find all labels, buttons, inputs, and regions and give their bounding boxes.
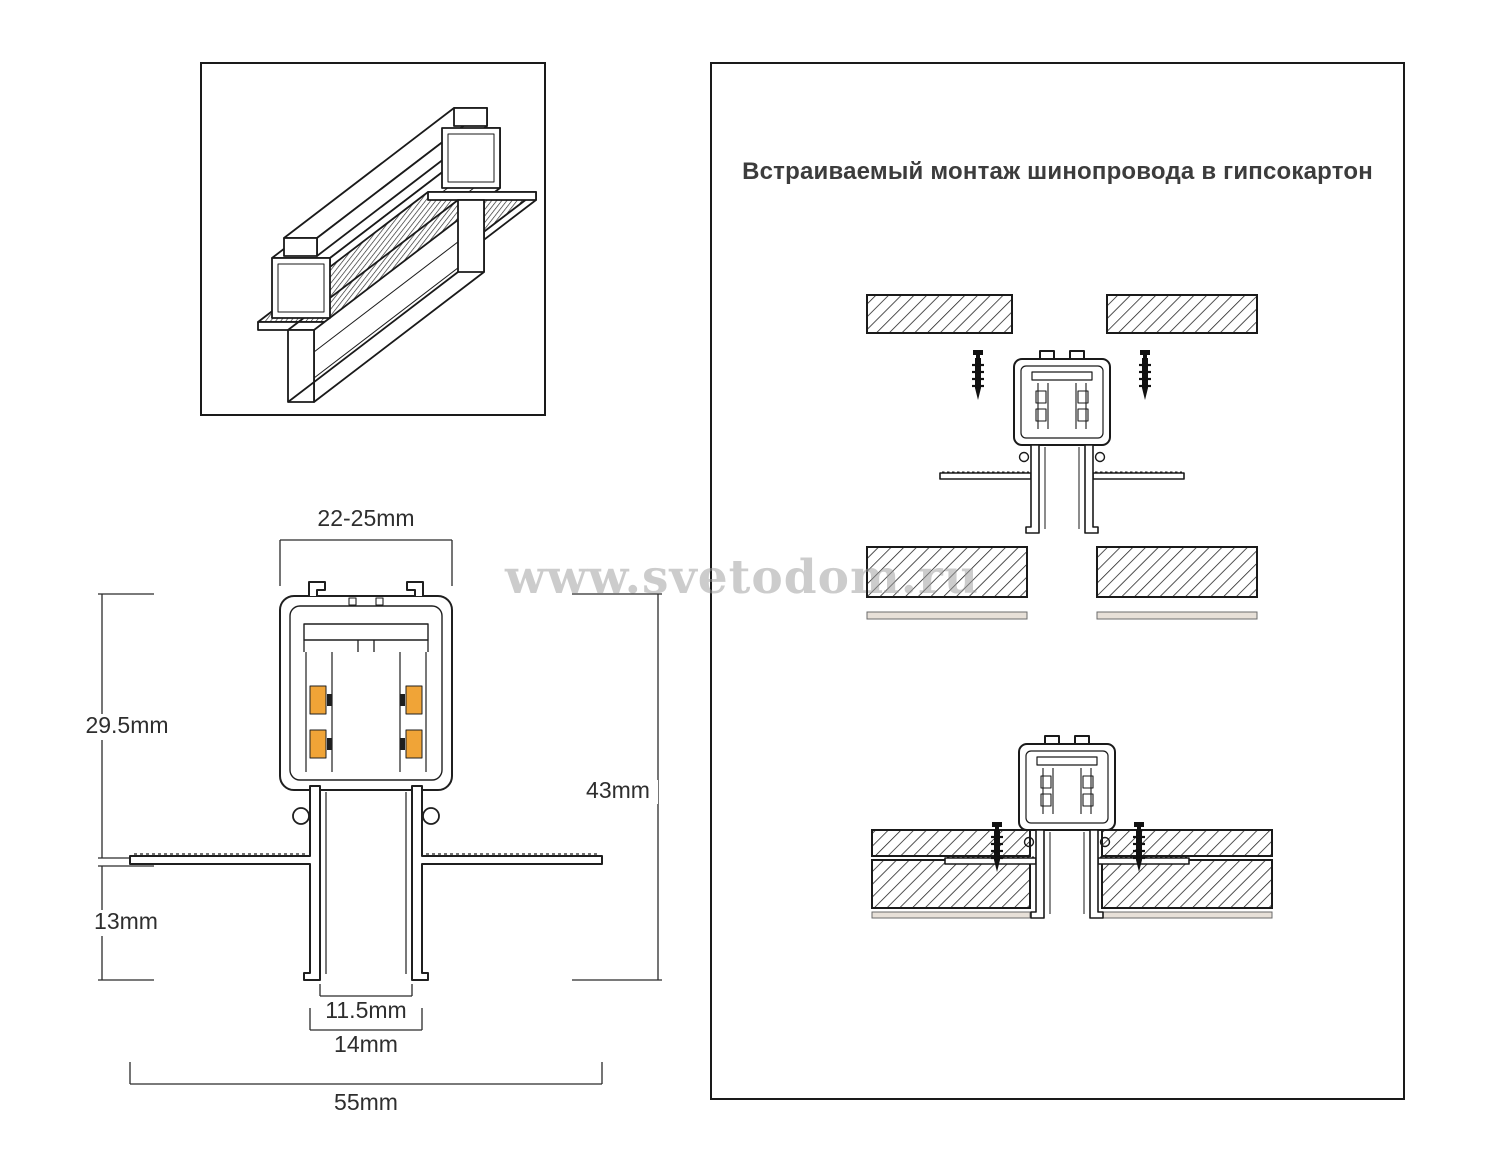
drywall-panel bbox=[1096, 546, 1258, 598]
installation-diagrams bbox=[866, 294, 1273, 1098]
drywall-panel bbox=[866, 546, 1028, 598]
spring-curl-left bbox=[292, 807, 310, 825]
conductor-contacts bbox=[309, 685, 423, 759]
dim-label-inner-bottom-width: 11.5mm bbox=[325, 997, 406, 1023]
channel-wall-left-with-flange bbox=[129, 785, 321, 981]
screw-icon bbox=[1139, 350, 1151, 400]
mount-clip-right bbox=[406, 581, 424, 596]
installation-panel: Встраиваемый монтаж шинопровода в гипсок… bbox=[710, 62, 1405, 1100]
track-profile-section bbox=[129, 581, 603, 981]
dim-label-total-height: 43mm bbox=[586, 777, 650, 803]
finishing-strip bbox=[871, 911, 1031, 919]
isometric-track-drawing bbox=[257, 107, 537, 403]
isometric-view-panel bbox=[200, 62, 546, 416]
contact-pad bbox=[405, 685, 423, 715]
spring-curl-right bbox=[422, 807, 440, 825]
finishing-strip bbox=[866, 611, 1028, 620]
drywall-panel bbox=[1101, 829, 1273, 857]
contact-pad bbox=[309, 685, 327, 715]
label-backgrounds bbox=[82, 714, 658, 936]
cross-section-drawing: 22-25mm 29.5mm 13mm 43mm 11.5mm 14mm 55m… bbox=[82, 505, 662, 1115]
dim-label-outer-bottom-width: 14mm bbox=[334, 1031, 398, 1057]
dim-label-lower-height: 13mm bbox=[94, 908, 158, 934]
channel-wall-right-with-flange bbox=[411, 785, 603, 981]
dim-label-overall-width: 55mm bbox=[334, 1089, 398, 1115]
contact-pad bbox=[405, 729, 423, 759]
drywall-panel bbox=[1101, 859, 1273, 909]
installed-assembly-diagram bbox=[871, 736, 1273, 919]
dim-label-upper-height: 29.5mm bbox=[85, 712, 168, 738]
drywall-panel bbox=[871, 829, 1031, 857]
drywall-panel bbox=[866, 294, 1013, 334]
finishing-strip bbox=[1101, 911, 1273, 919]
mount-clip-left bbox=[308, 581, 326, 596]
drywall-panel bbox=[1106, 294, 1258, 334]
finishing-strip bbox=[1096, 611, 1258, 620]
drywall-panel bbox=[871, 859, 1031, 909]
dimension-lines bbox=[98, 539, 662, 1085]
dim-label-top-opening: 22-25mm bbox=[317, 505, 414, 531]
exploded-assembly-diagram bbox=[866, 294, 1258, 620]
panel-title: Встраиваемый монтаж шинопровода в гипсок… bbox=[742, 158, 1373, 185]
contact-pad bbox=[309, 729, 327, 759]
track-isometric-body bbox=[257, 107, 537, 403]
screw-icon bbox=[972, 350, 984, 400]
